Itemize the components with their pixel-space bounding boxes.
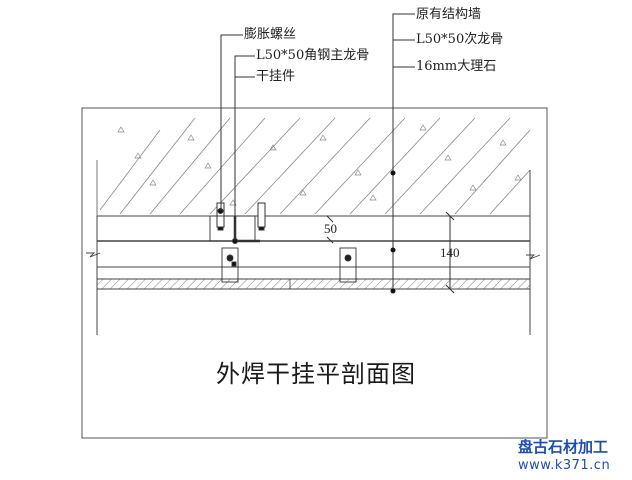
drawing-frame: [81, 107, 548, 439]
dimension-lines: [326, 211, 455, 294]
structural-wall: [96, 117, 531, 217]
dimension-50: 50: [324, 221, 337, 236]
callout-structural-wall: 原有结构墙: [416, 7, 482, 22]
leader-lines-left: [220, 34, 255, 241]
callout-marble: 16mm大理石: [416, 59, 497, 74]
callout-expansion-bolt: 膨胀螺丝: [244, 27, 297, 42]
leader-lines-right: [392, 13, 415, 293]
hangers: [221, 247, 357, 283]
callout-hanger: 干挂件: [256, 69, 296, 84]
callout-secondary-keel: L50*50次龙骨: [416, 32, 504, 47]
watermark-url: www.k371.cn: [518, 458, 611, 473]
drawing-title: 外焊干挂平剖面图: [216, 360, 416, 388]
callout-main-keel: L50*50角钢主龙骨: [256, 48, 370, 63]
marble-layer: [96, 278, 531, 290]
watermark-brand: 盘古石材加工: [518, 438, 609, 456]
dimension-140: 140: [440, 245, 460, 260]
